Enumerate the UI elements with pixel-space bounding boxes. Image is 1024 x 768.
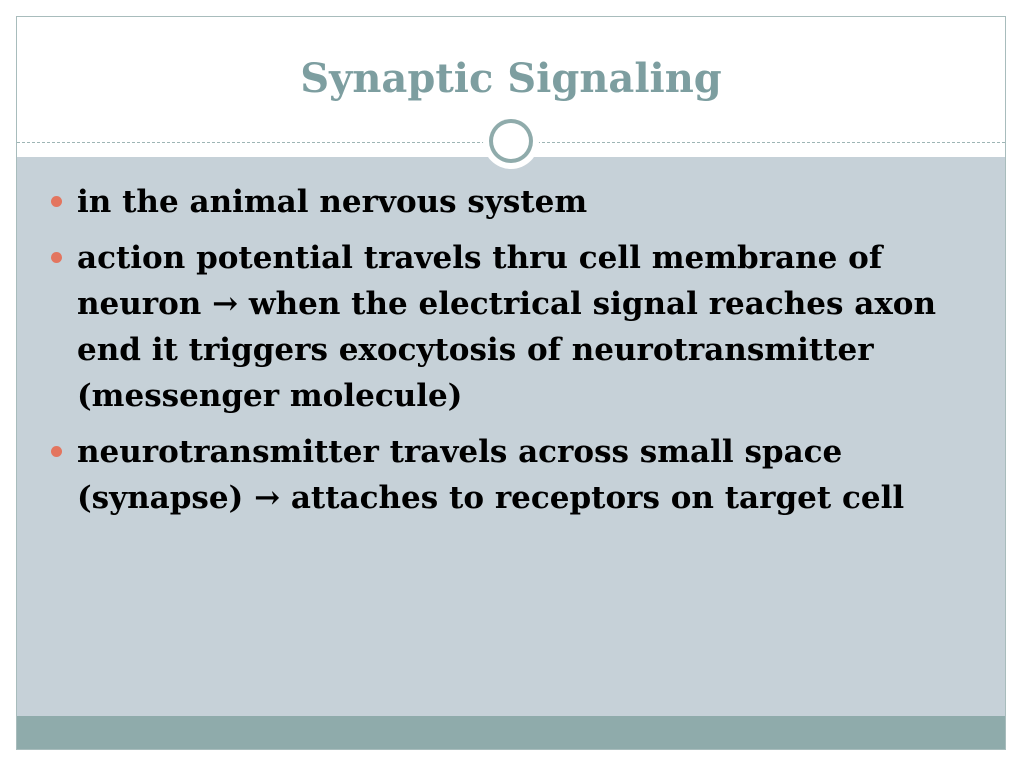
bullet-item: action potential travels thru cell membr… [49,235,949,419]
bullet-item: neurotransmitter travels across small sp… [49,429,949,521]
bullet-icon [51,446,62,457]
footer-bar [17,716,1005,749]
slide-title: Synaptic Signaling [300,55,722,102]
bullet-text: neurotransmitter travels across small sp… [77,434,905,516]
bullet-icon [51,196,62,207]
slide: Synaptic Signaling in the animal nervous… [16,16,1006,750]
bullet-text: in the animal nervous system [77,184,588,220]
bullet-text: action potential travels thru cell membr… [77,240,937,414]
circle-ornament-icon [483,113,539,169]
bullet-icon [51,252,62,263]
bullet-list: in the animal nervous system action pote… [49,179,949,531]
content-panel [17,157,1005,717]
bullet-item: in the animal nervous system [49,179,949,225]
